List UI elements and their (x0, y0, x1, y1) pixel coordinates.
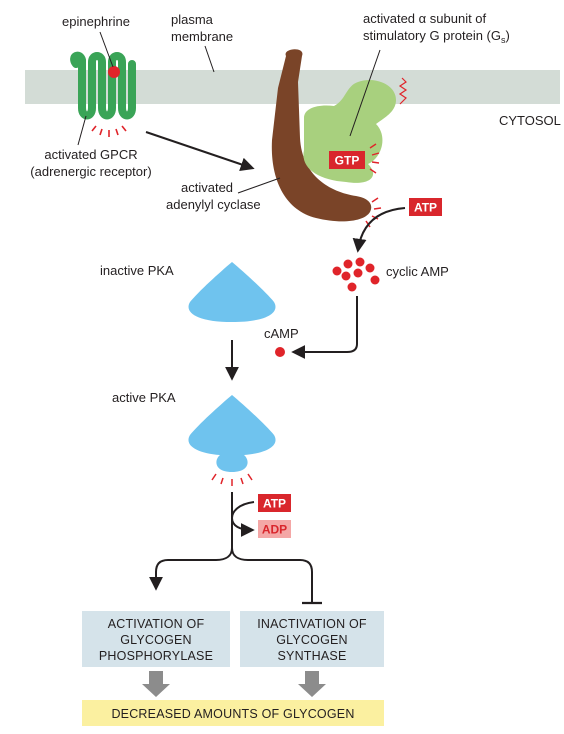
cytosol-label: CYTOSOL (499, 113, 561, 128)
pka-activation-rays (211, 473, 253, 486)
inactivation-line-2: GLYCOGEN (276, 633, 348, 647)
atp-bottom-tag (258, 494, 291, 512)
grey-arrow-left (142, 671, 170, 697)
plasma-membrane-label-2: membrane (171, 29, 233, 44)
galpha-label-sub: s (501, 35, 506, 45)
adenylyl-leader (237, 177, 281, 194)
plasma-membrane-label-1: plasma (171, 12, 214, 27)
atp-to-adp-arrow (230, 501, 255, 537)
epinephrine-leader (99, 31, 114, 68)
gpcr-label-leader (77, 115, 87, 146)
atp-top-tag (409, 198, 442, 216)
adenylyl-label-1: activated (181, 180, 233, 195)
atp-top-label: ATP (414, 201, 437, 215)
activation-line-3: PHOSPHORYLASE (99, 649, 213, 663)
activation-box (82, 611, 230, 667)
cyclic-amp-label: cyclic AMP (386, 264, 449, 279)
g-alpha-subunit (303, 80, 396, 183)
inactive-pka-label: inactive PKA (100, 263, 174, 278)
branch-left-arrow (149, 547, 233, 591)
membrane-leader (204, 45, 215, 73)
galpha-leader (349, 49, 381, 137)
active-pka-label: active PKA (112, 390, 176, 405)
gtp-label: GTP (335, 154, 360, 168)
epinephrine-label: epinephrine (62, 14, 130, 29)
gpcr-label-1: activated GPCR (44, 147, 137, 162)
inactivation-line-3: SYNTHASE (278, 649, 347, 663)
galpha-label-close: ) (506, 28, 510, 43)
inactivation-box (240, 611, 384, 667)
camp-to-pka-arrow (291, 296, 358, 359)
inactive-pka (188, 262, 276, 322)
gpcr-to-cyclase-arrow (145, 131, 255, 172)
galpha-label-1: activated α subunit of (363, 11, 487, 26)
adp-label: ADP (262, 523, 287, 537)
gtp-tag (329, 151, 365, 169)
result-box (82, 700, 384, 726)
grey-arrow-right (298, 671, 326, 697)
branch-right-inhibit (231, 547, 313, 602)
activation-line-2: GLYCOGEN (120, 633, 192, 647)
gpcr-receptor (70, 51, 136, 120)
gpcr-activation-rays (91, 125, 127, 137)
gtp-rays (369, 143, 380, 174)
atp-to-camp-arrow (352, 207, 406, 253)
galpha-label-main: stimulatory G protein (G (363, 28, 501, 43)
adenylyl-label-2: adenylyl cyclase (166, 197, 261, 212)
camp-dot (275, 347, 285, 357)
epinephrine-ligand (108, 66, 120, 78)
active-pka (188, 395, 276, 472)
adenylyl-cyclase (271, 49, 372, 222)
activation-line-1: ACTIVATION OF (108, 617, 205, 631)
cyclic-amp-cluster (332, 257, 380, 292)
gpcr-label-2: (adrenergic receptor) (30, 164, 151, 179)
galpha-label-2: stimulatory G protein (Gs) (363, 28, 510, 45)
camp-label: cAMP (264, 326, 299, 341)
lipid-anchor (398, 77, 408, 105)
result-text: DECREASED AMOUNTS OF GLYCOGEN (111, 707, 354, 721)
atp-bottom-label: ATP (263, 497, 286, 511)
inactivation-line-1: INACTIVATION OF (257, 617, 367, 631)
adp-tag (258, 520, 291, 538)
